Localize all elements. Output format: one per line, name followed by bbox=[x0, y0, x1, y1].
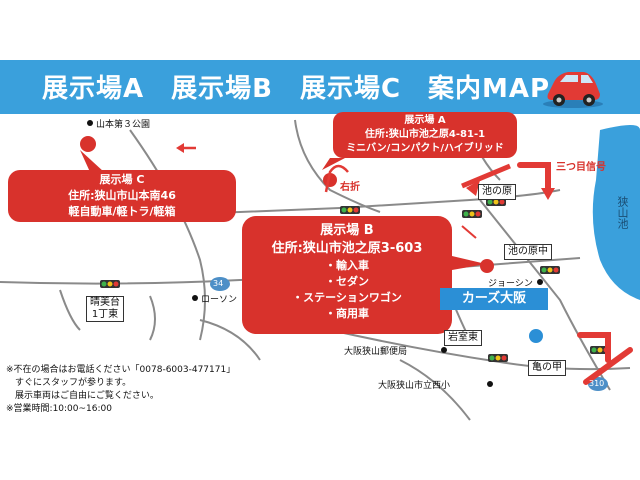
showroom-c-types: 軽自動車/軽トラ/軽箱 bbox=[68, 205, 176, 218]
note-line: ※不在の場合はお電話ください「0078-6003-477171」 bbox=[6, 365, 236, 375]
route-310-label: 310 bbox=[589, 379, 605, 388]
page-title: 展示場A 展示場B 展示場C 案内MAP bbox=[42, 74, 551, 104]
lake-label: 狭山池 bbox=[616, 196, 629, 229]
intersection-kamenoko: 亀の甲 bbox=[528, 360, 566, 376]
showroom-c-name: 展示場 C bbox=[99, 173, 145, 186]
car-icon bbox=[543, 72, 603, 108]
route-arrows bbox=[517, 162, 633, 385]
showroom-a-name: 展示場 A bbox=[404, 115, 446, 126]
route-34-label: 34 bbox=[213, 279, 224, 288]
showroom-b-callout: 展示場 B 住所:狭山市池之原3-603 ・輸入車 ・セダン ・ステーションワゴ… bbox=[242, 216, 452, 334]
yamamoto-park-label: 山本第３公園 bbox=[96, 120, 151, 130]
lawson-label: ローソン bbox=[201, 295, 238, 305]
right-turn-arrow bbox=[324, 164, 349, 193]
school-label: 大阪狭山市立西小 bbox=[378, 381, 451, 391]
intersection-ikenohara: 池の原 bbox=[478, 184, 516, 200]
post-office-label: 大阪狭山郵便局 bbox=[344, 347, 408, 357]
third-signal-label: 三つ目信号 bbox=[556, 162, 606, 173]
showroom-b-item: ・商用車 bbox=[325, 307, 369, 320]
showroom-a-callout: 展示場 A 住所:狭山市池之原4-81-1 ミニバン/コンパクト/ハイブリッド bbox=[333, 112, 517, 158]
showroom-b-item: ・セダン bbox=[325, 275, 369, 288]
intersection-seibidai: 晴美台 1丁東 bbox=[86, 296, 124, 322]
showroom-b-name: 展示場 B bbox=[320, 223, 374, 238]
showroom-c-address: 住所:狭山市山本南46 bbox=[68, 189, 176, 202]
route-34-shield bbox=[210, 277, 230, 291]
landmark-dots bbox=[87, 120, 543, 387]
showroom-c-callout: 展示場 C 住所:狭山市山本南46 軽自動車/軽トラ/軽箱 bbox=[8, 170, 236, 222]
intersection-ikenohara-naka: 池の原中 bbox=[504, 244, 552, 260]
lake-shape bbox=[592, 125, 640, 300]
showroom-b-address: 住所:狭山市池之原3-603 bbox=[271, 241, 423, 256]
joshin-label: ジョーシン bbox=[488, 279, 533, 289]
cars-osaka-pin bbox=[529, 329, 543, 343]
cars-osaka-label: カーズ大阪 bbox=[440, 288, 548, 310]
title-banner bbox=[0, 60, 640, 114]
note-line: ※営業時間:10:00~16:00 bbox=[6, 404, 112, 414]
note-line: すぐにスタッフが参ります。 bbox=[6, 378, 132, 388]
right-turn-label: 右折 bbox=[340, 182, 360, 193]
showroom-a-types: ミニバン/コンパクト/ハイブリッド bbox=[346, 143, 504, 154]
showroom-b-item: ・ステーションワゴン bbox=[292, 291, 402, 304]
showroom-b-item: ・輸入車 bbox=[325, 259, 369, 272]
showroom-a-address: 住所:狭山市池之原4-81-1 bbox=[364, 129, 486, 140]
note-line: 展示車両はご自由にご覧ください。 bbox=[6, 391, 159, 401]
notes-block: ※不在の場合はお電話ください「0078-6003-477171」 すぐにスタッフ… bbox=[6, 364, 235, 416]
intersection-iwamuro-higashi: 岩室東 bbox=[444, 330, 482, 346]
showroom-c-pin bbox=[80, 136, 96, 152]
arrow-left bbox=[466, 180, 480, 196]
showroom-b-pin bbox=[480, 259, 494, 273]
